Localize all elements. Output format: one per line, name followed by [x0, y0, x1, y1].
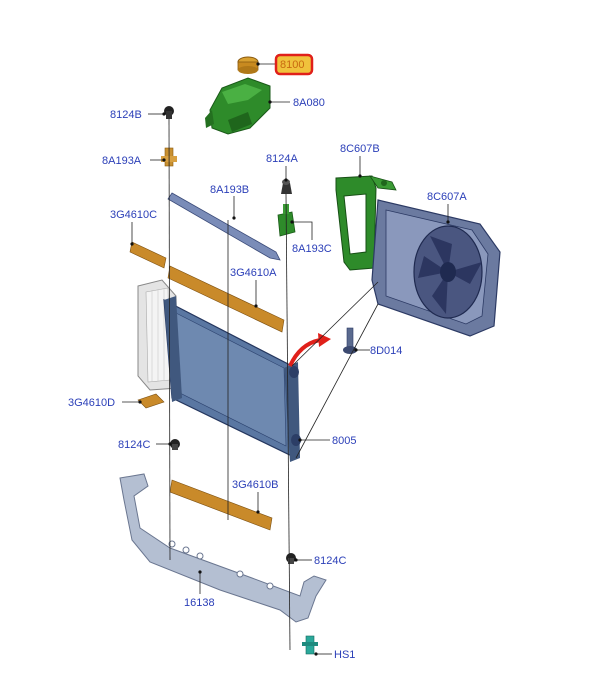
seal-3G4610B[interactable] [169, 479, 273, 531]
reservoir-cap[interactable] [237, 56, 259, 74]
callout-8C607A[interactable]: 8C607A [427, 191, 467, 203]
bolt-8D014[interactable] [343, 327, 357, 354]
callout-3G4610B[interactable]: 3G4610B [232, 479, 278, 491]
callout-3G4610C[interactable]: 3G4610C [110, 209, 157, 221]
coolant-reservoir[interactable] [205, 77, 271, 135]
callout-16138[interactable]: 16138 [184, 597, 215, 609]
leaders [122, 62, 450, 656]
bracket-rod-8A193B[interactable] [167, 192, 281, 261]
callout-8124B[interactable]: 8124B [110, 109, 142, 121]
mount-8124C-left[interactable] [170, 439, 180, 450]
seal-3G4610C[interactable] [129, 241, 167, 269]
seal-3G4610A[interactable] [167, 265, 285, 333]
callout-8A193B[interactable]: 8A193B [210, 184, 249, 196]
callout-8C607B[interactable]: 8C607B [340, 143, 380, 155]
guide-lines [168, 118, 379, 651]
callout-8124C-right[interactable]: 8124C [314, 555, 346, 567]
callout-8A193C[interactable]: 8A193C [292, 243, 332, 255]
fan-shroud-8C607A[interactable] [371, 199, 501, 337]
callout-8100[interactable]: 8100 [280, 59, 304, 71]
highlight-box [274, 53, 314, 76]
fan-bracket-8C607B[interactable] [335, 175, 397, 271]
clip-HS1[interactable] [302, 635, 318, 655]
callout-8A193A[interactable]: 8A193A [102, 155, 142, 167]
callout-3G4610D[interactable]: 3G4610D [68, 397, 115, 409]
callout-8005[interactable]: 8005 [332, 435, 356, 447]
callout-8124C-left[interactable]: 8124C [118, 439, 150, 451]
lower-support-16138[interactable] [119, 473, 327, 623]
mount-8124C-right[interactable] [286, 553, 296, 564]
callout-3G4610A[interactable]: 3G4610A [230, 267, 277, 279]
direction-arrow [288, 333, 331, 367]
mount-8124B[interactable] [164, 106, 174, 119]
seal-3G4610D[interactable] [137, 393, 165, 409]
callout-HS1[interactable]: HS1 [334, 649, 355, 661]
callout-8124A[interactable]: 8124A [266, 153, 298, 165]
mount-8124A[interactable] [281, 179, 292, 194]
callout-8A080[interactable]: 8A080 [293, 97, 325, 109]
callout-8D014[interactable]: 8D014 [370, 345, 402, 357]
